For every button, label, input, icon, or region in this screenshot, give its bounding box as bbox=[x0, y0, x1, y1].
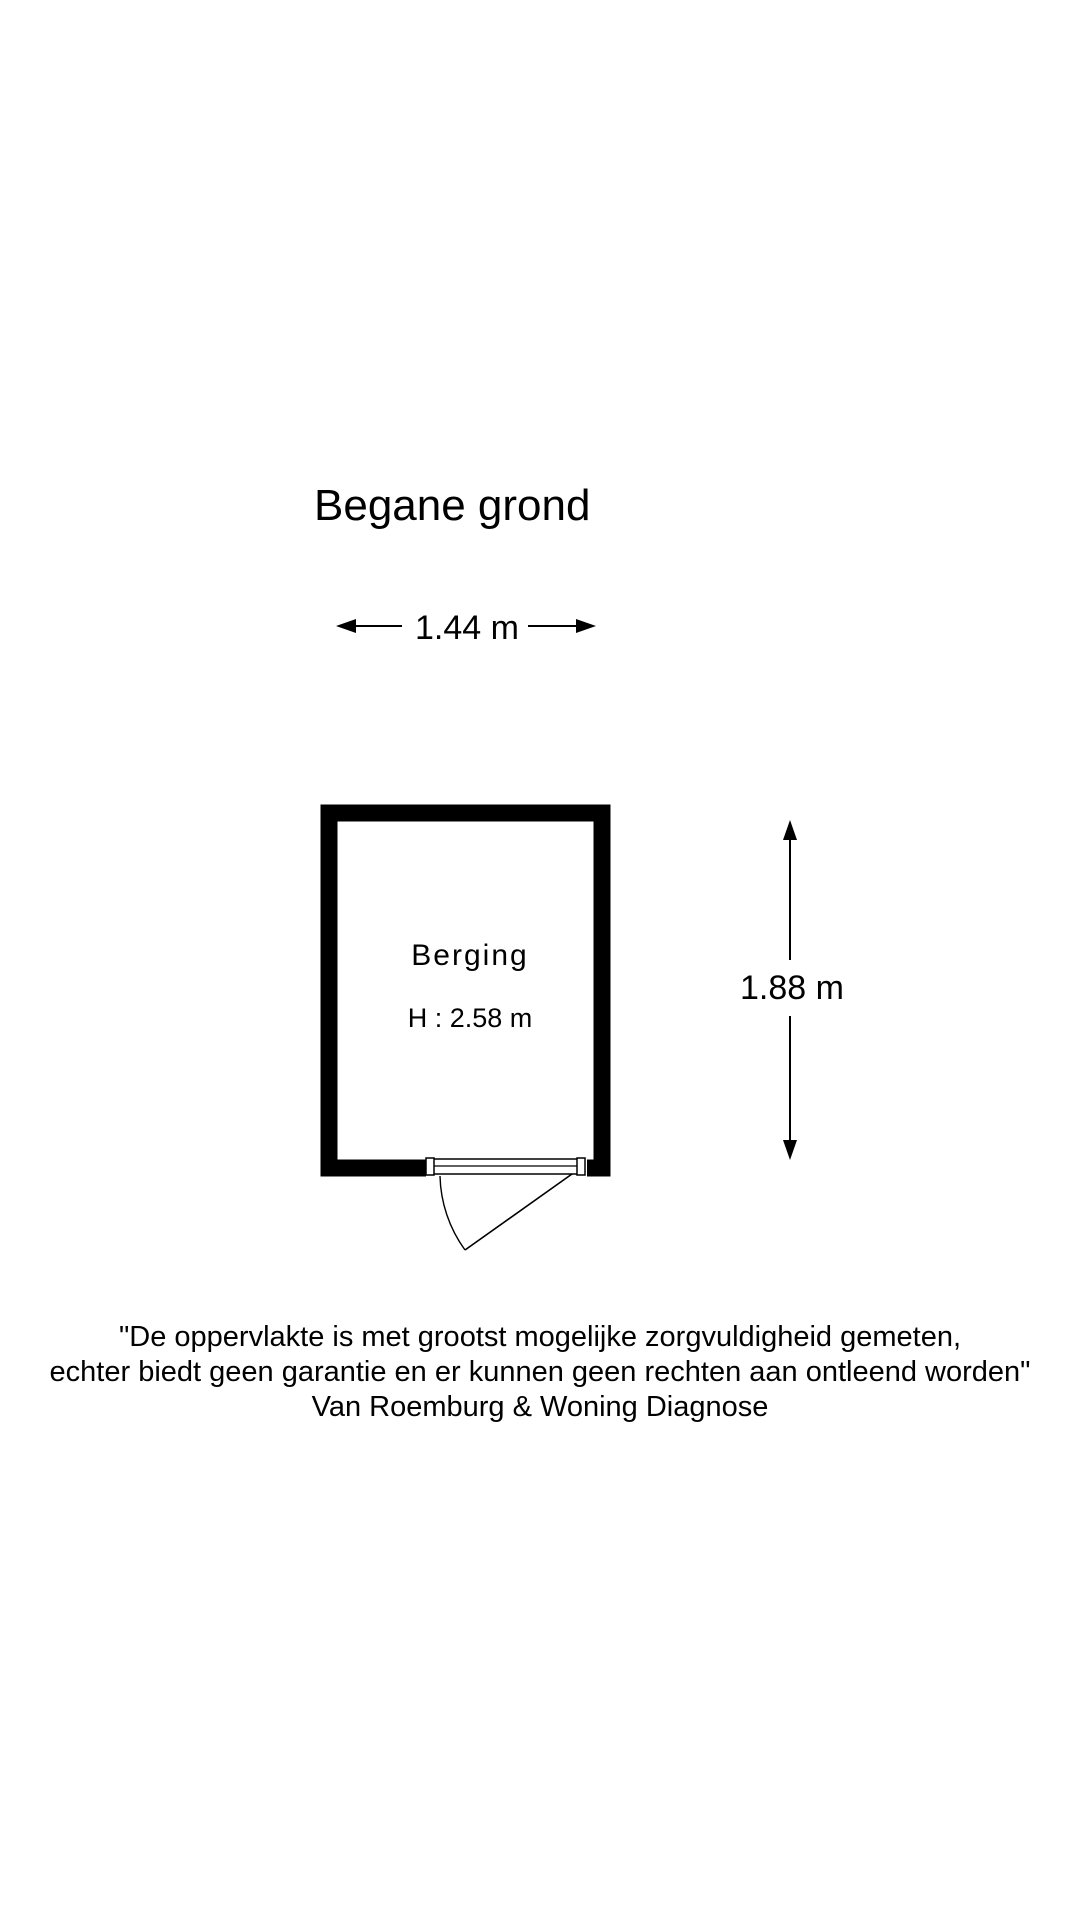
depth-label: 1.88 m bbox=[740, 969, 844, 1007]
disclaimer-company: Van Roemburg & Woning Diagnose bbox=[311, 1391, 769, 1423]
width-dimension: 1.44 m bbox=[336, 609, 596, 647]
depth-arrow-top-head bbox=[783, 820, 797, 840]
wall-outline bbox=[320, 804, 611, 1177]
door-leaf bbox=[464, 1173, 573, 1251]
width-label: 1.44 m bbox=[415, 609, 519, 647]
disclaimer: "De oppervlakte is met grootst mogelijke… bbox=[0, 1320, 1080, 1425]
disclaimer-line-2: echter biedt geen garantie en er kunnen … bbox=[49, 1356, 1031, 1388]
door-swing-arc bbox=[439, 1175, 466, 1251]
door-frame-left bbox=[425, 1157, 435, 1176]
door-opening bbox=[426, 1156, 587, 1178]
room-height: H : 2.58 m bbox=[408, 1003, 533, 1033]
floor-title: Begane grond bbox=[314, 481, 591, 530]
depth-arrow-bottom-head bbox=[783, 1140, 797, 1160]
width-arrow-right-head bbox=[576, 619, 596, 633]
door-swing bbox=[439, 1173, 573, 1251]
depth-dimension: 1.88 m bbox=[740, 820, 844, 1160]
disclaimer-line-1: "De oppervlakte is met grootst mogelijke… bbox=[118, 1321, 962, 1353]
room-walls bbox=[320, 804, 611, 1178]
room-name: Berging bbox=[411, 939, 528, 972]
width-arrow-left-head bbox=[336, 619, 356, 633]
door-frame-right bbox=[576, 1157, 586, 1176]
